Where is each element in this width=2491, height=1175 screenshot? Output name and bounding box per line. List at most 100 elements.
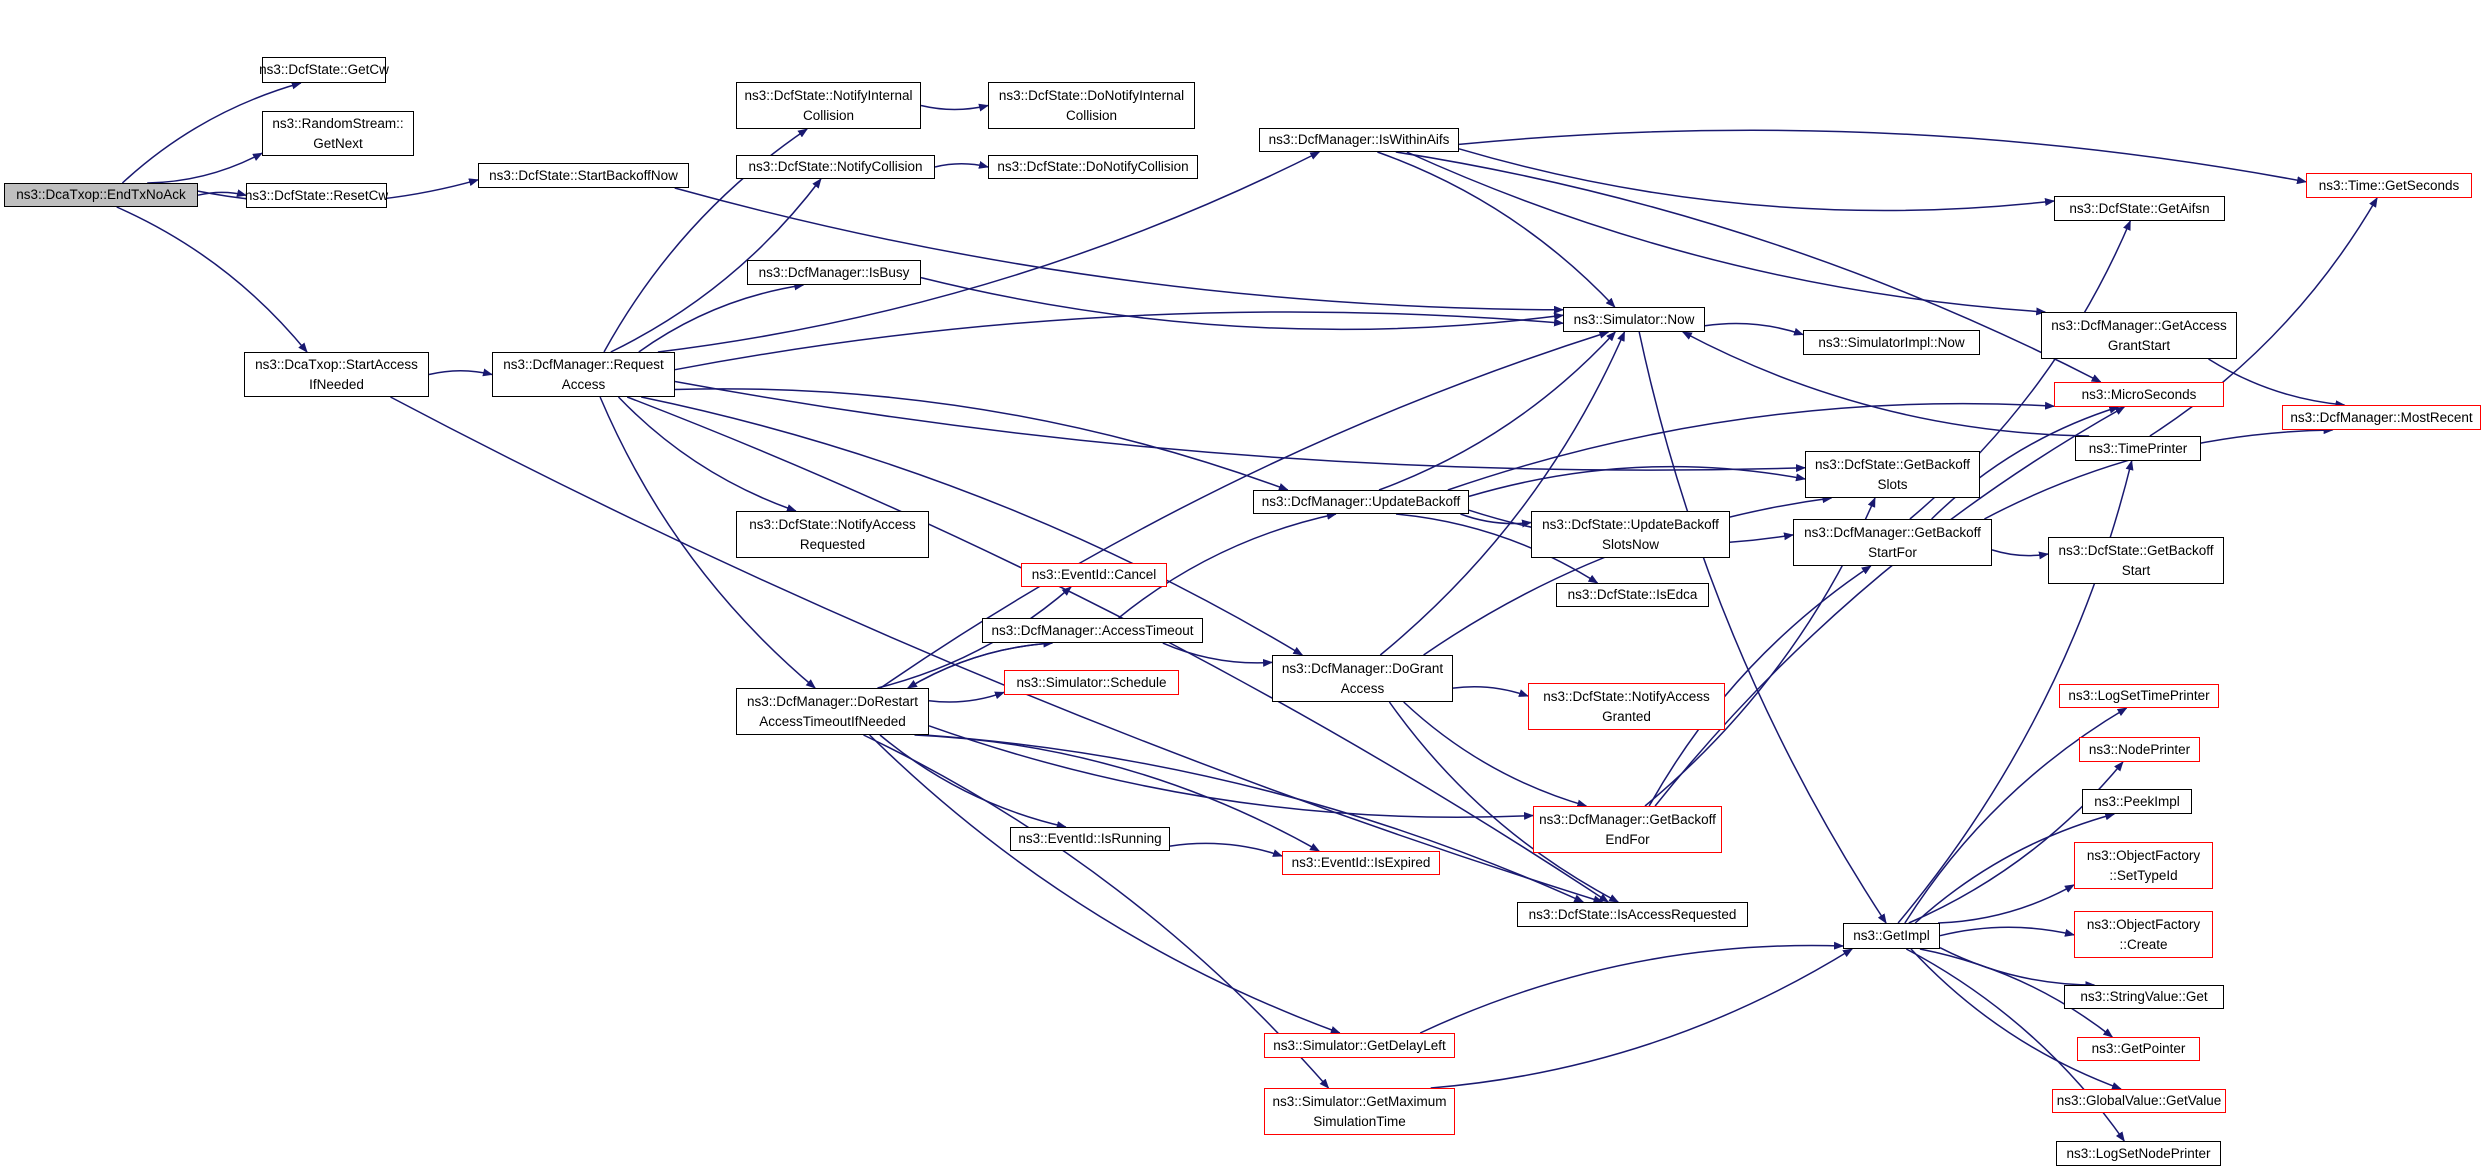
node-dcfmanager-isbusy[interactable]: ns3::DcfManager::IsBusy [747, 260, 921, 285]
edge-getImpl-ofCreate [1939, 926, 2075, 937]
edge-getImpl-globalValueGet [1910, 948, 2122, 1090]
node-eventid-cancel[interactable]: ns3::EventId::Cancel [1021, 563, 1167, 587]
node-dcfmanager-dograntaccess[interactable]: ns3::DcfManager::DoGrant Access [1272, 655, 1453, 702]
node-dcfmanager-iswithinaifs[interactable]: ns3::DcfManager::IsWithinAifs [1259, 128, 1459, 152]
node-timeprinter[interactable]: ns3::TimePrinter [2075, 436, 2201, 461]
edge-isWithinAifs-getAccessGrantStart [1406, 151, 2047, 316]
node-dcfstate-isaccessrequested[interactable]: ns3::DcfState::IsAccessRequested [1517, 902, 1748, 927]
node-randomstream-getnext[interactable]: ns3::RandomStream:: GetNext [262, 111, 414, 156]
edge-updateBackoff-microSeconds [1447, 401, 2055, 491]
edge-requestAccess-simNow [674, 311, 1564, 371]
node-dcfstate-updatebackoffslotsnow[interactable]: ns3::DcfState::UpdateBackoff SlotsNow [1531, 511, 1730, 558]
node-objectfactory-settypeid[interactable]: ns3::ObjectFactory ::SetTypeId [2074, 842, 2213, 889]
node-stringvalue-get[interactable]: ns3::StringValue::Get [2064, 985, 2224, 1009]
node-simulator-getdelayleft[interactable]: ns3::Simulator::GetDelayLeft [1264, 1033, 1455, 1058]
edge-endTxNoAck-getCw [121, 81, 302, 184]
edge-getImpl-ofSetTypeId [1937, 884, 2075, 924]
edge-requestAccess-doRestart [599, 396, 816, 689]
edge-startAccessIfNeeded-isAccessRequested [390, 396, 1604, 904]
node-dcatxop-startaccessifneeded[interactable]: ns3::DcaTxop::StartAccess IfNeeded [244, 352, 429, 397]
node-dcfmanager-updatebackoff[interactable]: ns3::DcfManager::UpdateBackoff [1253, 490, 1469, 514]
node-dcfmanager-getaccessgrantstart[interactable]: ns3::DcfManager::GetAccess GrantStart [2041, 312, 2237, 359]
node-microseconds[interactable]: ns3::MicroSeconds [2054, 382, 2224, 407]
node-logsetnodeprinter[interactable]: ns3::LogSetNodePrinter [2056, 1141, 2221, 1166]
edge-updateBackoff-simNow [1378, 331, 1616, 491]
edge-startAccessIfNeeded-requestAccess [428, 368, 493, 377]
edge-doRestart-isRunning [879, 734, 1067, 829]
node-dcatxop-endtxnoack[interactable]: ns3::DcaTxop::EndTxNoAck [4, 183, 198, 207]
edge-doGrantAccess-simNow [1379, 331, 1626, 656]
edge-getBackoffEndFor-getBackoffStartFor [1648, 565, 1872, 807]
node-dcfstate-notifyaccessgranted[interactable]: ns3::DcfState::NotifyAccess Granted [1528, 683, 1725, 730]
node-dcfmanager-getbackoffendfor[interactable]: ns3::DcfManager::GetBackoff EndFor [1533, 806, 1722, 853]
edge-getImpl-getPointer [1919, 948, 2114, 1038]
edge-isBusy-simNow [920, 276, 1564, 331]
node-eventid-isrunning[interactable]: ns3::EventId::IsRunning [1010, 827, 1170, 851]
edge-doGrantAccess-getBackoffEndFor [1403, 701, 1588, 808]
edge-isWithinAifs-microSeconds [1395, 151, 2102, 383]
node-dcfstate-resetcw[interactable]: ns3::DcfState::ResetCw [245, 183, 388, 208]
node-dcfstate-notifyinternalcollision[interactable]: ns3::DcfState::NotifyInternal Collision [736, 82, 921, 129]
edge-requestAccess-doGrantAccess [641, 396, 1304, 656]
node-dcfstate-notifycollision[interactable]: ns3::DcfState::NotifyCollision [736, 155, 935, 179]
node-peekimpl[interactable]: ns3::PeekImpl [2082, 789, 2192, 814]
edge-isRunning-isExpired [1169, 842, 1283, 857]
edge-doGrantAccess-isAccessRequested [1388, 701, 1620, 903]
edge-getImpl-peekImpl [1914, 812, 2116, 924]
edge-doRestart-eventCancel [877, 586, 1072, 689]
node-dcfmanager-requestaccess[interactable]: ns3::DcfManager::Request Access [492, 352, 675, 397]
edge-doGrantAccess-notifyAccessGranted [1452, 686, 1529, 697]
node-simulator-now[interactable]: ns3::Simulator::Now [1563, 307, 1705, 332]
node-dcfstate-donotifyinternalcollision[interactable]: ns3::DcfState::DoNotifyInternal Collisio… [988, 82, 1195, 129]
edge-accessTimeout-updateBackoff [1118, 511, 1337, 619]
node-time-getseconds[interactable]: ns3::Time::GetSeconds [2306, 173, 2472, 198]
edge-endTxNoAck-startAccessIfNeeded [116, 206, 308, 353]
node-simulatorimpl-now[interactable]: ns3::SimulatorImpl::Now [1803, 330, 1980, 355]
edge-getImpl-logSetTimePrinter [1904, 707, 2128, 924]
node-dcfmanager-getbackoffstartfor[interactable]: ns3::DcfManager::GetBackoff StartFor [1793, 519, 1992, 566]
edge-getImpl-timePrinter [1897, 460, 2134, 924]
node-dcfmanager-accesstimeout[interactable]: ns3::DcfManager::AccessTimeout [982, 618, 1203, 643]
node-getimpl[interactable]: ns3::GetImpl [1843, 923, 1940, 949]
edge-isWithinAifs-timeGetSeconds [1458, 129, 2307, 185]
node-dcfstate-startbackoffnow[interactable]: ns3::DcfState::StartBackoffNow [478, 163, 689, 188]
edge-doRestart-getBackoffEndFor [928, 725, 1534, 820]
edge-doRestart-schedule [928, 691, 1005, 703]
edge-isWithinAifs-simNow [1377, 151, 1616, 308]
edge-getImpl-nodePrinter [1908, 761, 2124, 924]
edge-getMaxSimTime-getImpl [1430, 948, 1853, 1089]
edge-simNow-simImplNow [1704, 322, 1804, 336]
node-logsettimeprinter[interactable]: ns3::LogSetTimePrinter [2059, 684, 2219, 708]
edge-getDelayLeft-getImpl [1419, 941, 1844, 1034]
node-simulator-schedule[interactable]: ns3::Simulator::Schedule [1004, 670, 1179, 695]
node-dcfstate-getbackoffstart[interactable]: ns3::DcfState::GetBackoff Start [2048, 537, 2224, 584]
edge-requestAccess-isBusy [638, 282, 805, 353]
edge-simNow-getImpl [1638, 331, 1887, 924]
node-dcfmanager-dorestartaccesstimeoutifneeded[interactable]: ns3::DcfManager::DoRestart AccessTimeout… [736, 688, 929, 735]
edge-notifyCollision-doNotifyCollision [934, 161, 989, 169]
node-dcfstate-getaifsn[interactable]: ns3::DcfState::GetAifsn [2054, 196, 2225, 221]
edge-accessTimeout-doGrantAccess [1162, 642, 1273, 667]
node-globalvalue-getvalue[interactable]: ns3::GlobalValue::GetValue [2052, 1089, 2226, 1113]
node-dcfmanager-mostrecent[interactable]: ns3::DcfManager::MostRecent [2282, 405, 2481, 430]
node-objectfactory-create[interactable]: ns3::ObjectFactory ::Create [2074, 911, 2213, 958]
edge-endTxNoAck-randomGetNext [147, 152, 263, 184]
edge-getImpl-stringValueGet [1939, 947, 2096, 989]
edge-isWithinAifs-getAifsn [1458, 148, 2055, 212]
node-dcfstate-isedca[interactable]: ns3::DcfState::IsEdca [1556, 583, 1709, 607]
node-dcfstate-getbackoffslots[interactable]: ns3::DcfState::GetBackoff Slots [1805, 451, 1980, 498]
node-getpointer[interactable]: ns3::GetPointer [2077, 1037, 2200, 1061]
node-nodeprinter[interactable]: ns3::NodePrinter [2079, 737, 2200, 762]
node-dcfstate-getcw[interactable]: ns3::DcfState::GetCw [259, 57, 389, 83]
edge-accessTimeout-doRestart [907, 642, 1053, 689]
node-dcfstate-notifyaccessrequested[interactable]: ns3::DcfState::NotifyAccess Requested [736, 511, 929, 558]
edge-requestAccess-isWithinAifs [657, 151, 1321, 353]
edge-updateBackoff-getBackoffSlots [1468, 465, 1806, 498]
node-dcfstate-donotifycollision[interactable]: ns3::DcfState::DoNotifyCollision [988, 155, 1198, 179]
node-eventid-isexpired[interactable]: ns3::EventId::IsExpired [1282, 851, 1440, 875]
edge-requestAccess-notifyInternalCollision [603, 128, 808, 353]
node-simulator-getmaximumsimulationtime[interactable]: ns3::Simulator::GetMaximum SimulationTim… [1264, 1088, 1455, 1135]
edge-requestAccess-notifyAccessRequested [617, 396, 797, 512]
edge-timePrinter-simNow [1681, 331, 2090, 437]
